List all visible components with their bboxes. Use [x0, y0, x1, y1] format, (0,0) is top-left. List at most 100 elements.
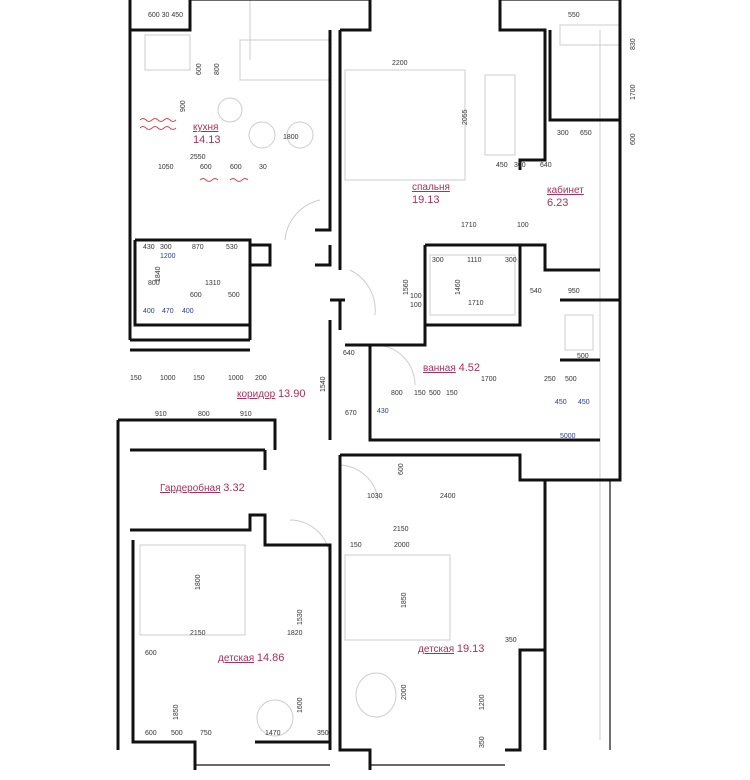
dimension-label: 1600	[297, 697, 304, 713]
door-swing	[339, 464, 379, 501]
dimension-label: 600	[145, 730, 157, 737]
dimension-label: 800	[391, 390, 403, 397]
chair-kids1	[256, 699, 294, 737]
dimension-label: 800	[214, 63, 221, 75]
room-area: 4.52	[458, 362, 480, 374]
room-label-kids2: детская 19.13	[418, 643, 484, 656]
dimension-label: 300	[557, 130, 569, 137]
dimension-label: 900	[180, 100, 187, 112]
chair	[248, 121, 276, 149]
furniture-layer	[139, 0, 621, 740]
dimension-label: 2150	[190, 630, 206, 637]
dimension-label: 200	[255, 375, 267, 382]
shower-tray	[429, 254, 516, 316]
dimension-label: 150	[350, 542, 362, 549]
dimension-label: 600	[196, 63, 203, 75]
room-area: 3.32	[223, 482, 245, 494]
door-swing	[374, 344, 416, 386]
bed-kids1	[139, 544, 246, 636]
dimension-label: 910	[155, 411, 167, 418]
room-label-corridor: коридор 13.90	[237, 388, 305, 401]
room-area: 19.13	[412, 194, 440, 206]
room-name: детская	[218, 653, 255, 664]
dimension-label: 30	[259, 164, 267, 171]
dimension-label: 1700	[630, 84, 637, 100]
dimension-label: 1310	[205, 280, 221, 287]
door-swing	[284, 199, 321, 241]
dimension-label: 150	[130, 375, 142, 382]
dimension-label: 500	[565, 376, 577, 383]
dimension-label: 400	[182, 308, 194, 315]
room-name: кабинет	[547, 185, 584, 196]
wardrobe-bedroom	[484, 74, 516, 156]
bed-kids2	[344, 554, 451, 641]
dimension-label: 1820	[287, 630, 303, 637]
dimension-label: 100	[517, 222, 529, 229]
dimension-label: 430	[143, 244, 155, 251]
dimension-label: 1710	[461, 222, 477, 229]
dimension-label: 500	[429, 390, 441, 397]
radiators	[139, 118, 249, 182]
dimension-label: 450	[578, 399, 590, 406]
dimension-label: 1700	[481, 376, 497, 383]
dimension-label: 910	[240, 411, 252, 418]
dimension-label: 500	[228, 292, 240, 299]
dimension-label: 5000	[560, 433, 576, 440]
dimension-label: 300	[514, 162, 526, 169]
dimension-label: 300	[505, 257, 517, 264]
room-area: 14.86	[256, 652, 285, 664]
dimension-label: 600	[230, 164, 242, 171]
dimension-label: 530	[226, 244, 238, 251]
dimension-label: 2150	[393, 526, 409, 533]
chair	[286, 121, 314, 149]
dimension-label: 1000	[160, 375, 176, 382]
dimension-label: 1470	[265, 730, 281, 737]
room-name: спальня	[412, 182, 450, 193]
dimension-label: 300	[432, 257, 444, 264]
room-area: 19.13	[456, 643, 485, 655]
dimension-label: 550	[568, 12, 580, 19]
dimension-label: 800	[148, 280, 160, 287]
dimension-label: 1850	[401, 592, 408, 608]
dimension-label: 600	[190, 292, 202, 299]
study-shelf	[559, 24, 621, 46]
bed-bedroom	[344, 69, 466, 181]
dimension-label: 1200	[160, 253, 176, 260]
dimension-label: 1050	[158, 164, 174, 171]
dimension-label: 640	[540, 162, 552, 169]
dimension-label: 670	[345, 410, 357, 417]
dimension-label: 2055	[462, 109, 469, 125]
dimension-label: 150	[414, 390, 426, 397]
dimension-label: 640	[343, 350, 355, 357]
dimension-label: 600	[145, 650, 157, 657]
dimension-label: 2000	[401, 684, 408, 700]
dimension-label: 600	[200, 164, 212, 171]
door-swing	[289, 519, 331, 561]
dimension-label: 2000	[394, 542, 410, 549]
dimension-label: 300	[160, 244, 172, 251]
dimension-label: 500	[577, 353, 589, 360]
dimension-label: 350	[317, 730, 329, 737]
dimension-label: 430	[377, 408, 389, 415]
dimension-label: 1850	[173, 704, 180, 720]
dimension-label: 650	[580, 130, 592, 137]
dimension-label: 1800	[283, 134, 299, 141]
room-name: Гардеробная	[160, 483, 221, 494]
dimension-label: 500	[171, 730, 183, 737]
dimension-label: 2400	[440, 493, 456, 500]
dimension-label: 600 30 450	[148, 12, 184, 19]
room-name: детская	[418, 644, 455, 655]
dimension-label: 1560	[403, 279, 410, 295]
door-swing	[349, 269, 376, 316]
dimension-label: 150	[193, 375, 205, 382]
dimension-label: 470	[162, 308, 174, 315]
dimension-label: 1710	[468, 300, 484, 307]
kitchen-unit	[239, 39, 331, 81]
dimension-label: 1540	[320, 376, 327, 392]
room-area: 13.90	[277, 388, 306, 400]
